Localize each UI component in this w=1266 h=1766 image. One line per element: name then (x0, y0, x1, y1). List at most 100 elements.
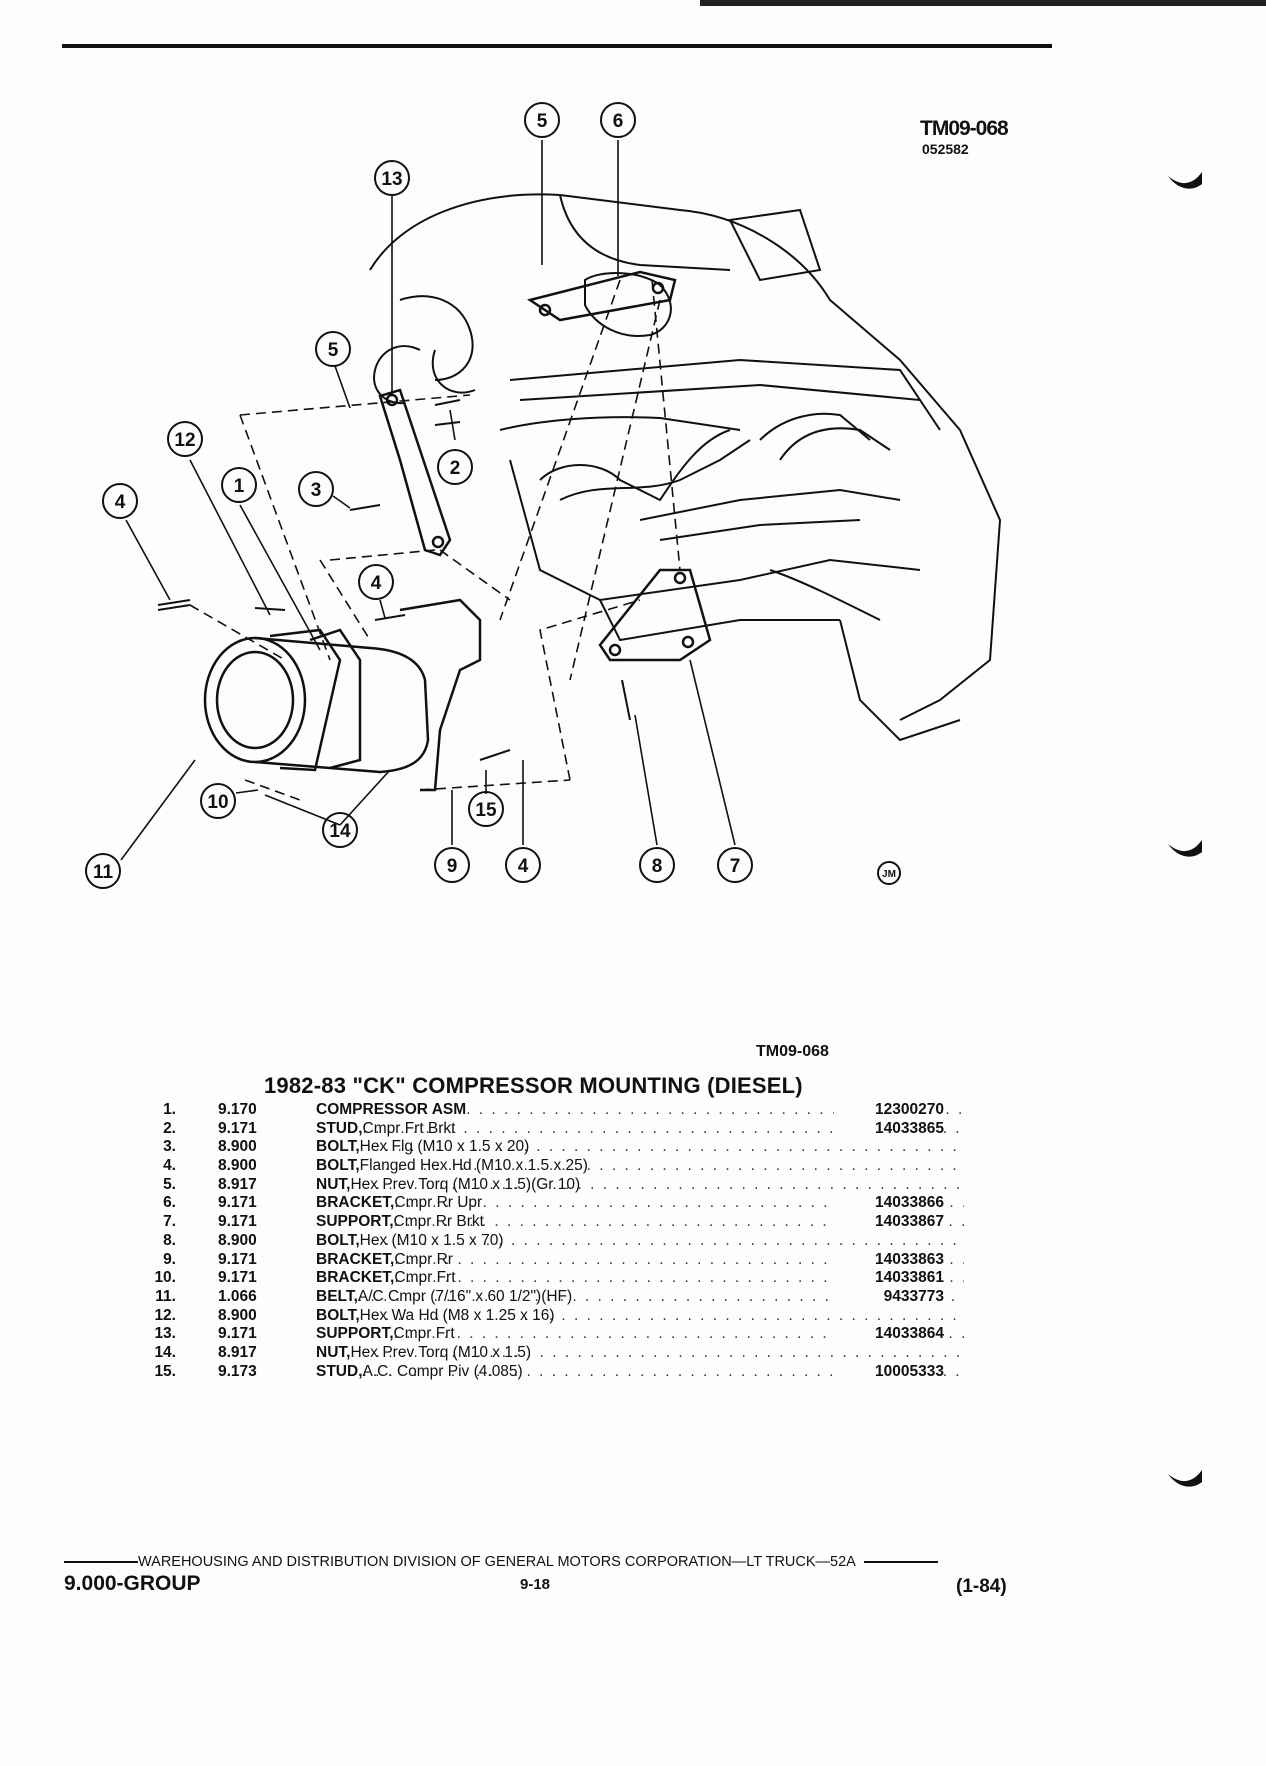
rear-bracket-support (598, 568, 712, 662)
part-spec: Hex Wa Hd (M8 x 1.25 x 16) (359, 1306, 555, 1324)
callout-7: 7 (730, 856, 741, 877)
part-index: 2. (163, 1119, 176, 1137)
part-description: STUD, Cmpr Frt Brkt . . . . . . . . . . … (316, 1119, 964, 1137)
callout-10: 10 (207, 792, 228, 813)
part-number: 14033867 (834, 1213, 944, 1232)
part-index: 15. (154, 1362, 176, 1380)
part-name: BELT, (316, 1287, 358, 1305)
part-name: STUD, (316, 1362, 363, 1380)
callout-5-lower: 5 (328, 340, 339, 361)
footer-group: 9.000-GROUP (64, 1572, 201, 1595)
part-number: 14033863 (834, 1250, 944, 1269)
binder-hole-mark (1166, 1468, 1204, 1492)
part-spec: A/C Cmpr (7/16" x 60 1/2")(HF) (357, 1287, 573, 1305)
part-group: 1.066 (218, 1287, 257, 1305)
compressor-mounting-diagram: 5 6 13 5 12 1 3 2 4 4 10 15 14 11 9 4 8 … (85, 102, 1002, 889)
part-index: 5. (163, 1175, 176, 1193)
part-index: 3. (163, 1138, 176, 1156)
part-description: SUPPORT, Cmpr Rr Brkt . . . . . . . . . … (316, 1213, 964, 1231)
page-top-edge (700, 0, 1266, 6)
part-number: 14033866 (834, 1194, 944, 1213)
part-name: COMPRESSOR ASM (316, 1101, 467, 1118)
callout-9: 9 (447, 856, 458, 877)
callout-12: 12 (174, 430, 195, 451)
part-name: BOLT, (316, 1138, 360, 1156)
part-group: 8.900 (218, 1231, 257, 1249)
part-spec: Cmpr Frt (393, 1325, 455, 1343)
engine-outline (369, 193, 1002, 742)
part-description: BOLT, Flanged Hex Hd (M10 x 1.5 x 25) . … (316, 1157, 964, 1175)
part-description: BOLT, Hex Flg (M10 x 1.5 x 20) . . . . .… (316, 1138, 964, 1156)
part-number: 9433773 (834, 1287, 944, 1306)
part-number: 14033864 (834, 1325, 944, 1344)
footer-division-line: WAREHOUSING AND DISTRIBUTION DIVISION OF… (64, 1554, 1024, 1570)
table-row: 2. 9.171 STUD, Cmpr Frt Brkt . . . . . . .… (140, 1119, 964, 1139)
callout-1: 1 (234, 476, 245, 497)
part-group: 8.917 (218, 1343, 257, 1361)
footer-division: WAREHOUSING AND DISTRIBUTION DIVISION OF… (138, 1554, 856, 1570)
callout-8: 8 (652, 856, 663, 877)
part-spec: Hex (M10 x 1.5 x 70) (359, 1231, 504, 1249)
part-name: BRACKET, (316, 1194, 395, 1212)
part-group: 8.900 (218, 1306, 257, 1324)
part-number: 14033861 (834, 1269, 944, 1288)
part-group: 8.917 (218, 1175, 257, 1193)
callout-4-bottom: 4 (518, 856, 529, 877)
callout-numbers: 5 6 13 5 12 1 3 2 4 4 10 15 14 11 9 4 8 … (93, 111, 896, 883)
figure-code-bottom: TM09-068 (756, 1043, 829, 1060)
part-spec: Hex Prev Torq (M10 x 1.5)(Gr 10) (350, 1175, 581, 1193)
part-index: 13. (154, 1325, 176, 1343)
part-group: 8.900 (218, 1157, 257, 1175)
part-description: BELT, A/C Cmpr (7/16" x 60 1/2")(HF) . .… (316, 1287, 964, 1305)
table-row: 9. 9.171 BRACKET, Cmpr Rr . . . . . . . . … (140, 1250, 964, 1270)
part-spec: Cmpr Frt (394, 1269, 456, 1287)
part-number: 12300270 (834, 1101, 944, 1119)
assembly-lines (189, 279, 681, 801)
part-description: SUPPORT, Cmpr Frt . . . . . . . . . . . … (316, 1325, 964, 1343)
compressor-body (203, 598, 482, 792)
section-title: 1982-83 "CK" COMPRESSOR MOUNTING (DIESEL… (264, 1073, 803, 1098)
callouts (85, 102, 901, 889)
part-group: 9.171 (218, 1250, 257, 1268)
callout-11: 11 (93, 862, 114, 883)
part-group: 9.171 (218, 1119, 257, 1137)
part-number: 10005333 (834, 1362, 944, 1381)
part-description: BRACKET, Cmpr Rr . . . . . . . . . . . .… (316, 1250, 964, 1268)
fasteners (157, 399, 631, 761)
part-name: BOLT, (316, 1157, 360, 1175)
callout-13: 13 (381, 169, 402, 190)
part-index: 8. (163, 1231, 176, 1249)
part-spec: A.C. Compr Piv (4.085) (362, 1362, 523, 1380)
part-number: 14033865 (834, 1119, 944, 1138)
callout-4-left: 4 (115, 492, 126, 513)
part-index: 12. (154, 1306, 176, 1324)
part-name: BRACKET, (316, 1269, 395, 1287)
part-description: BOLT, Hex Wa Hd (M8 x 1.25 x 16) . . . .… (316, 1306, 964, 1324)
part-name: NUT, (316, 1343, 351, 1361)
part-name: SUPPORT, (316, 1325, 394, 1343)
artist-mark: JM (882, 869, 896, 880)
callout-15: 15 (475, 800, 497, 821)
part-index: 14. (154, 1343, 176, 1361)
part-group: 8.900 (218, 1138, 257, 1156)
part-name: BRACKET, (316, 1250, 395, 1268)
part-spec: Hex Prev Torq (M10 x 1.5) (350, 1343, 532, 1361)
part-name: SUPPORT, (316, 1213, 394, 1231)
binder-hole-mark (1166, 170, 1204, 194)
part-spec: Cmpr Frt Brkt (362, 1119, 456, 1137)
header-rule (62, 44, 1052, 48)
table-row: 12. 8.900 BOLT, Hex Wa Hd (M8 x 1.25 x 16)… (140, 1306, 964, 1326)
callout-2: 2 (450, 458, 461, 479)
part-name: BOLT, (316, 1231, 360, 1249)
part-index: 9. (163, 1250, 176, 1268)
part-spec: Cmpr Rr Brkt (393, 1213, 484, 1231)
part-index: 7. (163, 1213, 176, 1231)
